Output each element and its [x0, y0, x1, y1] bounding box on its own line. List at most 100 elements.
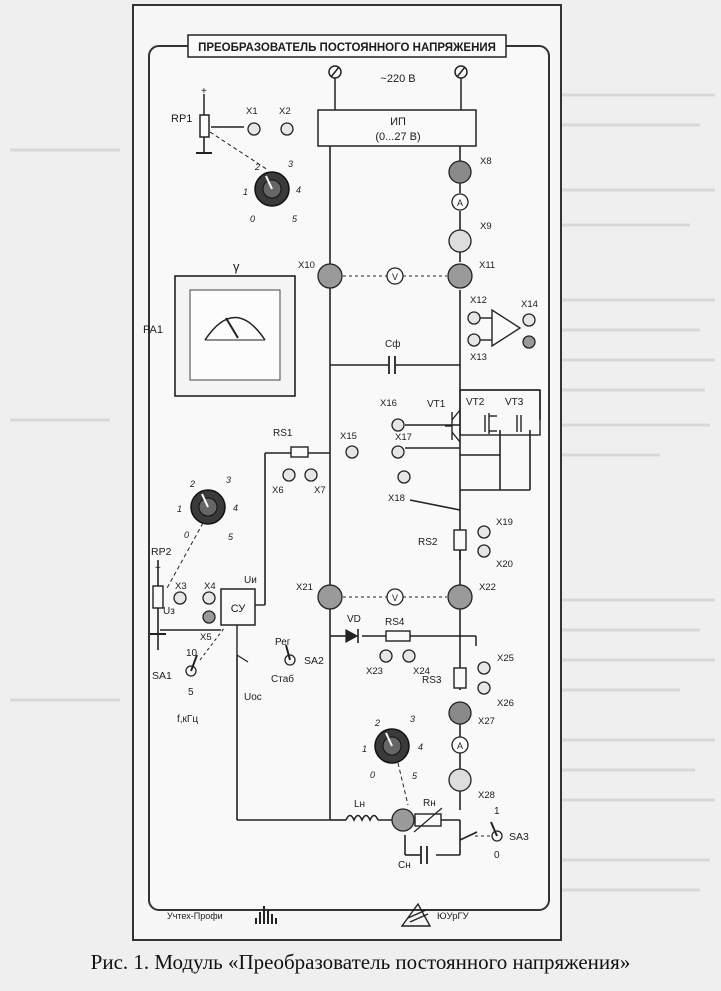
terminal-x14-b[interactable] — [522, 335, 536, 349]
rn-variable-arrow — [413, 807, 443, 833]
rp1-dial-scale: 0 1 2 3 4 5 — [243, 159, 301, 224]
dial2-tick-0: 0 — [184, 530, 189, 540]
terminal-x12[interactable] — [467, 311, 481, 325]
label-x14: X14 — [521, 299, 538, 310]
dial1-tick-2: 2 — [254, 162, 260, 172]
rp2-plus: + — [155, 563, 161, 574]
dial2-tick-3: 3 — [226, 475, 231, 485]
terminal-x4[interactable] — [202, 591, 216, 605]
dial1-tick-4: 4 — [296, 185, 301, 195]
vt1-symbol — [445, 409, 461, 443]
dial3-tick-1: 1 — [362, 744, 367, 754]
terminal-x18[interactable] — [397, 470, 411, 484]
label-x26: X26 — [497, 698, 514, 709]
ln-label: Lн — [354, 799, 365, 810]
opamp-triangle — [491, 308, 522, 348]
rp1-resistor — [199, 114, 210, 138]
terminal-x26[interactable] — [477, 681, 491, 695]
dial1-tick-3: 3 — [288, 159, 293, 169]
terminal-x22[interactable] — [447, 584, 473, 610]
terminal-x21[interactable] — [317, 584, 343, 610]
mains-wires — [334, 78, 462, 110]
psu-range: (0...27 В) — [375, 131, 420, 143]
label-x16: X16 — [380, 398, 397, 409]
rs2-label: RS2 — [418, 537, 438, 548]
terminal-x7[interactable] — [304, 468, 318, 482]
mains-terminal-left[interactable] — [328, 65, 342, 79]
terminal-x20[interactable] — [477, 544, 491, 558]
load-node[interactable] — [391, 808, 415, 832]
dial3-tick-0: 0 — [370, 770, 375, 780]
bar-graph-logo — [255, 906, 277, 924]
rs4-resistor — [385, 630, 411, 642]
terminal-x23[interactable] — [379, 649, 393, 663]
label-x25: X25 — [497, 653, 514, 664]
terminal-x14-a[interactable] — [522, 313, 536, 327]
rs3-label: RS3 — [422, 675, 442, 686]
label-x21: X21 — [296, 582, 313, 593]
sa3-toggle-switch[interactable] — [490, 821, 503, 842]
label-x1: X1 — [246, 106, 258, 117]
vt2-vt3-frame — [459, 389, 541, 436]
rs1-resistor — [290, 446, 309, 458]
label-x17: X17 — [395, 432, 412, 443]
rn-dial-scale: 0 1 2 3 4 5 — [362, 714, 423, 781]
terminal-x9[interactable] — [448, 229, 472, 253]
terminal-x2[interactable] — [280, 122, 294, 136]
pa1-symbol: γ — [233, 259, 240, 274]
label-x7: X7 — [314, 485, 326, 496]
dial1-tick-1: 1 — [243, 187, 248, 197]
sa2-toggle-switch[interactable] — [284, 644, 296, 666]
terminal-x6[interactable] — [282, 468, 296, 482]
terminal-x3[interactable] — [173, 591, 187, 605]
cf-label: Cф — [385, 338, 400, 350]
label-x10: X10 — [298, 260, 315, 271]
pa1-meter-window — [189, 289, 281, 381]
rp1-plus: + — [201, 86, 207, 97]
rp2-resistor — [152, 585, 164, 609]
dial2-tick-4: 4 — [233, 503, 238, 513]
terminal-x28[interactable] — [448, 768, 472, 792]
su-label: СУ — [231, 603, 247, 615]
terminal-x1[interactable] — [247, 122, 261, 136]
sa1-toggle-switch[interactable] — [185, 654, 198, 677]
rp1-dial-knob[interactable] — [254, 171, 290, 207]
terminal-x10[interactable] — [317, 263, 343, 289]
mains-terminal-right[interactable] — [454, 65, 468, 79]
label-x13: X13 — [470, 352, 487, 363]
dial2-tick-1: 1 — [177, 504, 182, 514]
terminal-x16[interactable] — [391, 418, 405, 432]
label-x15: X15 — [340, 431, 357, 442]
control-unit-box — [220, 588, 256, 626]
rp2-label: RP2 — [151, 546, 172, 558]
dial3-tick-4: 4 — [418, 742, 423, 752]
rp2-dial-knob[interactable] — [190, 489, 226, 525]
sa1-low: 5 — [188, 687, 194, 698]
rn-dial-knob[interactable] — [374, 728, 410, 764]
terminal-x11[interactable] — [447, 263, 473, 289]
sa1-label: SA1 — [152, 670, 172, 682]
terminal-x5[interactable] — [202, 610, 216, 624]
terminal-x25[interactable] — [477, 661, 491, 675]
mains-label: ~220 В — [380, 73, 415, 85]
terminal-x27[interactable] — [448, 701, 472, 725]
voltmeter-bottom-symbol: V — [392, 593, 398, 603]
terminal-x8[interactable] — [448, 160, 472, 184]
rp2-dial-scale: 0 1 2 3 4 5 — [177, 475, 238, 542]
terminal-x19[interactable] — [477, 525, 491, 539]
vt2-symbol — [484, 413, 497, 434]
label-x20: X20 — [496, 559, 513, 570]
stab-label: Стаб — [271, 673, 294, 685]
rn-label: Rн — [423, 798, 436, 809]
terminal-x17[interactable] — [391, 445, 405, 459]
label-x28: X28 — [478, 790, 495, 801]
terminal-x24[interactable] — [402, 649, 416, 663]
terminal-x15[interactable] — [345, 445, 359, 459]
terminal-x13[interactable] — [467, 333, 481, 347]
background-text-texture — [10, 93, 715, 892]
panel-title: ПРЕОБРАЗОВАТЕЛЬ ПОСТОЯННОГО НАПРЯЖЕНИЯ — [198, 42, 496, 54]
title-plate — [187, 34, 507, 58]
label-x19: X19 — [496, 517, 513, 528]
